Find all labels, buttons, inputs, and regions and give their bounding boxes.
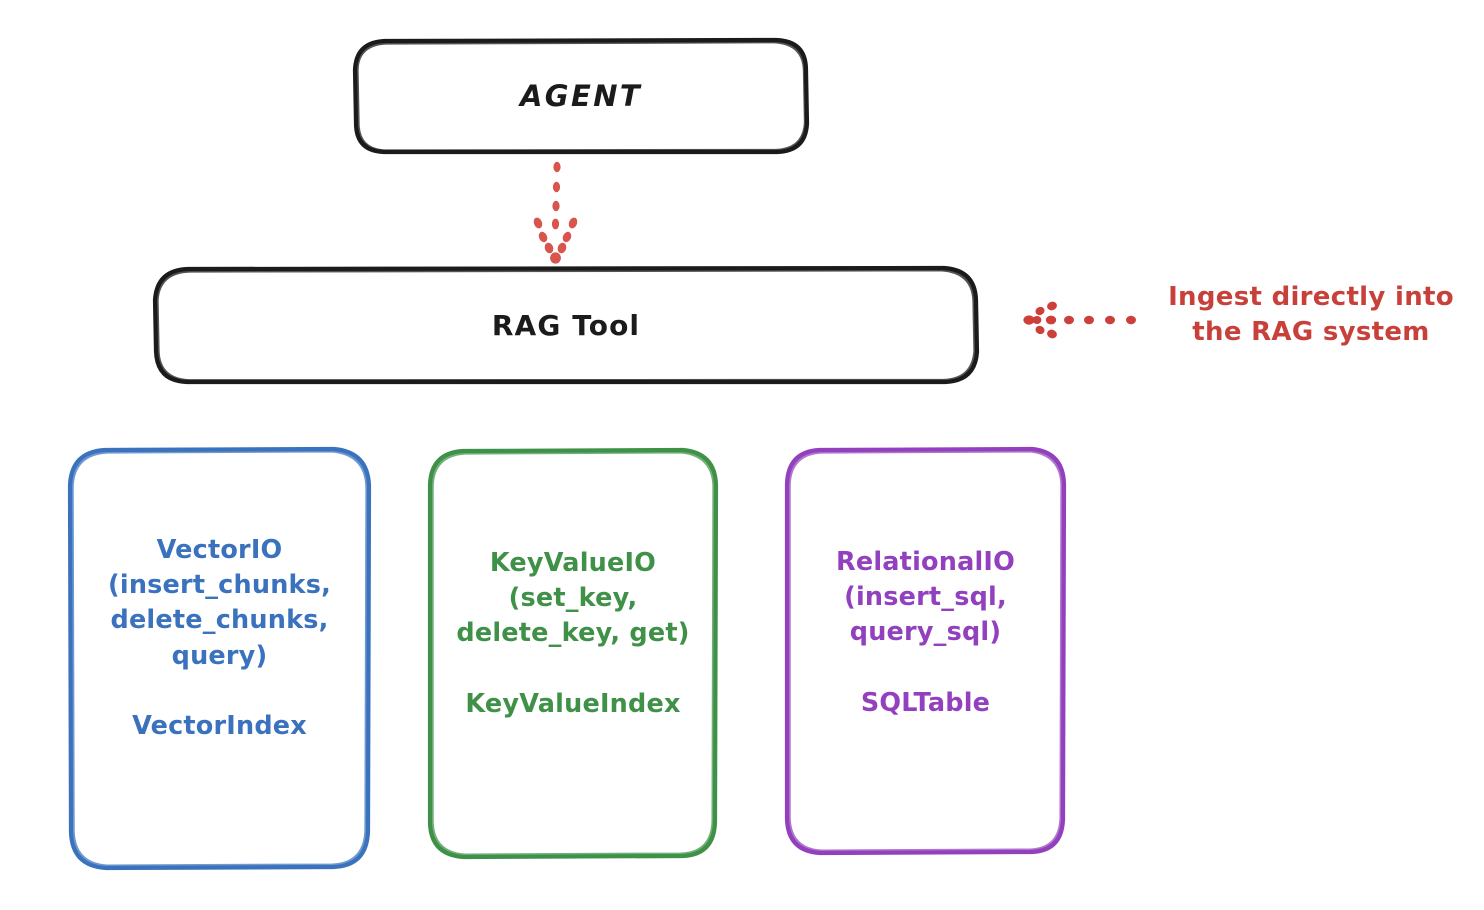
relational-io-box-outline — [784, 446, 1067, 856]
vector-io-box-outline — [67, 446, 372, 871]
relational-io-label: RelationalIO (insert_sql, query_sql) SQL… — [836, 547, 1015, 718]
agent-to-rag-tool-arrow — [533, 161, 578, 264]
agent-label: AGENT — [519, 79, 643, 114]
vector-io-node[interactable]: VectorIO (insert_chunks, delete_chunks, … — [70, 449, 369, 868]
ingest-annotation-label: Ingest directly into the RAG system — [1168, 282, 1454, 347]
agent-node[interactable]: AGENT — [355, 40, 807, 153]
rag-tool-box-outline — [152, 265, 980, 385]
agent-box-outline — [352, 37, 810, 155]
rag-tool-label: RAG Tool — [491, 308, 641, 342]
rag-tool-node[interactable]: RAG Tool — [155, 268, 977, 383]
key-value-io-label: KeyValueIO (set_key, delete_key, get) Ke… — [456, 548, 690, 719]
key-value-io-node[interactable]: KeyValueIO (set_key, delete_key, get) Ke… — [430, 450, 716, 856]
vector-io-label: VectorIO (insert_chunks, delete_chunks, … — [108, 535, 331, 741]
ingest-arrow — [1023, 301, 1136, 339]
relational-io-node[interactable]: RelationalIO (insert_sql, query_sql) SQL… — [787, 449, 1064, 853]
key-value-io-box-outline — [427, 447, 719, 860]
